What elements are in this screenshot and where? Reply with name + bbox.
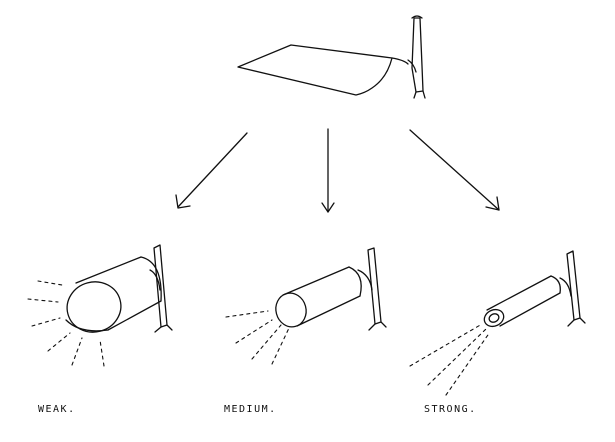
medium-flashlight-strap (357, 269, 373, 291)
medium-flashlight-body (367, 247, 382, 325)
medium-flashlight-feet (368, 321, 387, 331)
arrow-right-shaft (409, 129, 500, 211)
weak-ray (27, 298, 59, 303)
medium-roll-top-edge (282, 266, 350, 296)
weak-flashlight-feet (154, 324, 173, 333)
flat-sheet-curl (391, 57, 409, 65)
strong-ray (445, 331, 491, 396)
weak-ray (31, 317, 61, 327)
top-flashlight-cap (411, 15, 423, 19)
top-flashlight-strap (407, 59, 417, 73)
weak-roll-lip (65, 319, 109, 332)
weak-light-rays (27, 280, 105, 367)
medium-ray (251, 324, 282, 360)
medium-roll-back-end (348, 266, 362, 297)
strong-label: STRONG. (424, 404, 477, 415)
flat-sheet-with-flashlight (237, 15, 426, 99)
medium-roll-bottom-edge (296, 295, 361, 327)
weak-ray (99, 339, 105, 367)
strong-flashlight-feet (567, 317, 586, 327)
weak-ray (71, 337, 83, 366)
weak-label: WEAK. (38, 404, 76, 415)
medium-ray (271, 327, 290, 365)
weak-roll-bottom-edge (107, 300, 162, 331)
strong-roll-top-edge (486, 275, 552, 311)
weak-roll (27, 244, 173, 367)
strong-roll (409, 250, 586, 396)
arrow-right-head (485, 196, 500, 211)
medium-roll (225, 247, 387, 365)
strong-roll-inner (488, 313, 500, 323)
arrow-middle-head (321, 202, 335, 213)
strong-flashlight-body (566, 250, 581, 321)
weak-roll-back-end (140, 256, 162, 302)
medium-label: MEDIUM. (224, 404, 277, 415)
weak-roll-top-edge (75, 256, 142, 284)
arrow-left-head (175, 194, 191, 209)
top-flashlight-body (411, 17, 424, 93)
strong-ray (409, 323, 483, 367)
strong-light-rays (409, 323, 491, 396)
medium-ray (235, 319, 273, 344)
strong-roll-bottom-edge (499, 292, 561, 327)
strong-ray (427, 328, 487, 386)
weak-ray (47, 332, 71, 352)
arrow-left-shaft (177, 132, 248, 208)
medium-roll-opening (275, 292, 307, 328)
strong-flashlight-strap (559, 277, 572, 297)
weak-ray (37, 280, 63, 286)
strong-roll-back-end (550, 275, 561, 294)
top-flashlight-feet (413, 90, 426, 99)
weak-flashlight-strap (149, 269, 161, 291)
weak-roll-opening (66, 281, 122, 333)
flat-sheet (237, 44, 393, 96)
arrows (175, 128, 500, 213)
medium-ray (225, 310, 269, 318)
strong-roll-opening (483, 308, 505, 328)
medium-light-rays (225, 310, 290, 365)
